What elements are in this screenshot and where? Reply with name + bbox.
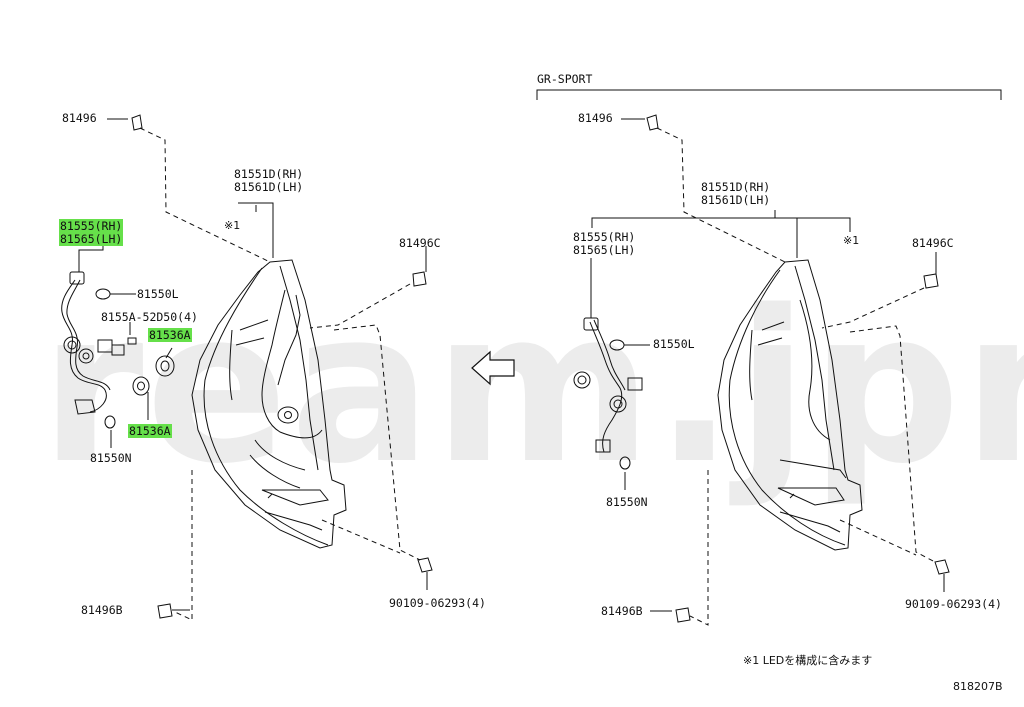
- left-part-81550N[interactable]: 81550N: [90, 451, 132, 465]
- right-part-90109[interactable]: 90109-06293(4): [905, 597, 1002, 611]
- right-part-81551D[interactable]: 81551D(RH): [701, 180, 771, 194]
- left-part-81496C[interactable]: 81496C: [399, 236, 441, 250]
- gr-sport-bracket: [536, 89, 1002, 100]
- left-part-81565[interactable]: 81565(LH): [59, 232, 124, 246]
- right-part-81561D[interactable]: 81561D(LH): [701, 193, 771, 207]
- right-part-81496[interactable]: 81496: [578, 111, 613, 125]
- right-part-81565[interactable]: 81565(LH): [573, 243, 636, 257]
- left-note-ref: ※1: [224, 219, 241, 232]
- right-part-81550L[interactable]: 81550L: [653, 337, 695, 351]
- footnote: ※1 LEDを構成に含みます: [743, 654, 873, 667]
- right-lamp-housing: [717, 259, 863, 551]
- right-part-81496C[interactable]: 81496C: [912, 236, 954, 250]
- left-part-90109[interactable]: 90109-06293(4): [389, 596, 486, 610]
- direction-arrow: [471, 350, 515, 386]
- left-part-8155A[interactable]: 8155A-52D50(4): [101, 310, 198, 324]
- left-part-81536A-lower[interactable]: 81536A: [128, 424, 172, 438]
- right-part-81555[interactable]: 81555(RH): [573, 230, 636, 244]
- right-wire-harness: [589, 321, 623, 453]
- left-part-81536A-upper[interactable]: 81536A: [148, 328, 192, 342]
- section-title: GR-SPORT: [537, 72, 593, 86]
- left-part-81496[interactable]: 81496: [62, 111, 97, 125]
- left-wire-harness: [61, 279, 107, 413]
- left-part-81555[interactable]: 81555(RH): [59, 219, 124, 233]
- right-note-ref: ※1: [843, 234, 860, 247]
- right-part-81496B[interactable]: 81496B: [601, 604, 643, 618]
- left-part-81496B[interactable]: 81496B: [81, 603, 123, 617]
- left-part-81561D[interactable]: 81561D(LH): [234, 180, 304, 194]
- left-part-81550L[interactable]: 81550L: [137, 287, 179, 301]
- left-lamp-housing: [191, 259, 347, 549]
- right-part-81550N[interactable]: 81550N: [606, 495, 648, 509]
- diagram-id: 818207B: [953, 680, 1003, 693]
- left-part-81551D[interactable]: 81551D(RH): [234, 167, 304, 181]
